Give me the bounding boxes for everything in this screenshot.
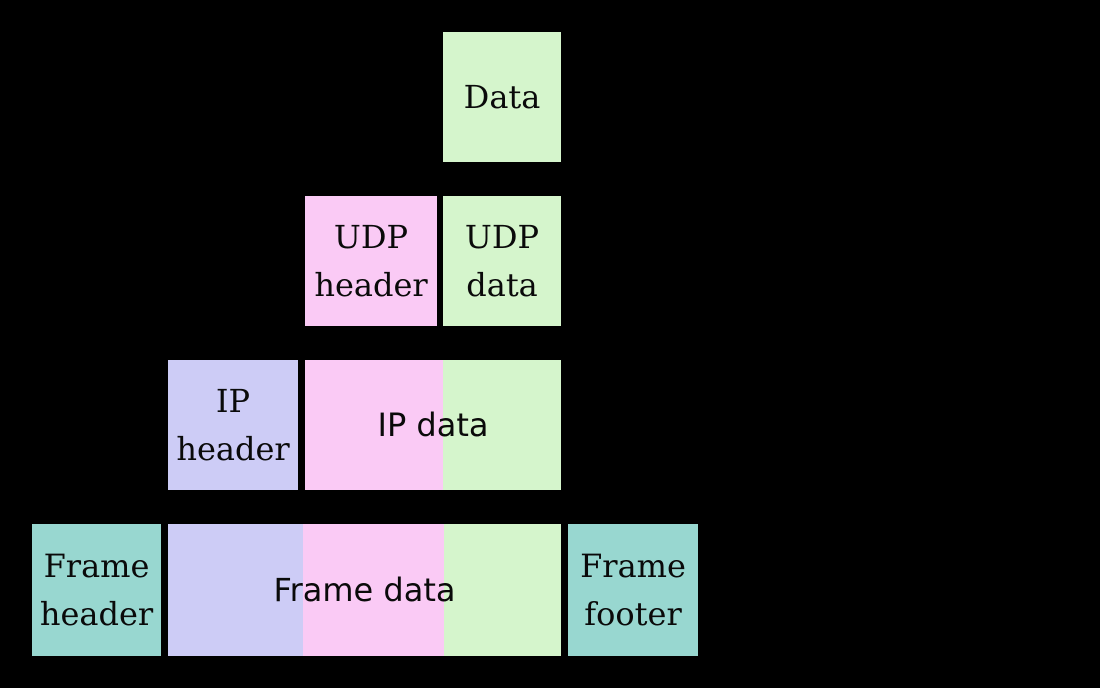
ip-data-label: IP data [377,406,489,444]
data-box: Data [441,30,563,164]
udp-data-label-line1: UDP [464,218,540,256]
ip-data-stripe-udp-data [443,360,561,490]
frame-data-stripes [168,524,561,656]
ip-header-label-line2: header [176,430,290,468]
ip-data-box: IP data [303,358,563,492]
udp-header-label-line2: header [314,266,428,304]
ip-header-box: IP header [166,358,300,492]
frame-data-label: Frame data [273,571,456,609]
udp-data-label-line2: data [466,266,538,304]
frame-footer-label-line2: footer [584,595,682,633]
frame-data-stripe-udp-data [444,524,561,656]
data-label: Data [463,78,541,116]
frame-data-box: Frame data [166,522,563,658]
ip-header-label-line1: IP [215,382,251,420]
frame-header-label-line2: header [39,595,154,633]
frame-header-label-line1: Frame [43,547,150,585]
frame-footer-label-line1: Frame [580,547,686,585]
frame-header-box: Frame header [30,522,163,658]
udp-header-box: UDP header [303,194,439,328]
frame-data-stripe-ip-header [168,524,303,656]
frame-footer-box: Frame footer [566,522,700,658]
ip-data-stripe-udp-header [305,360,443,490]
udp-header-label-line1: UDP [333,218,409,256]
udp-data-box: UDP data [441,194,563,328]
ip-data-stripes [305,360,561,490]
frame-data-stripe-udp-header [303,524,444,656]
